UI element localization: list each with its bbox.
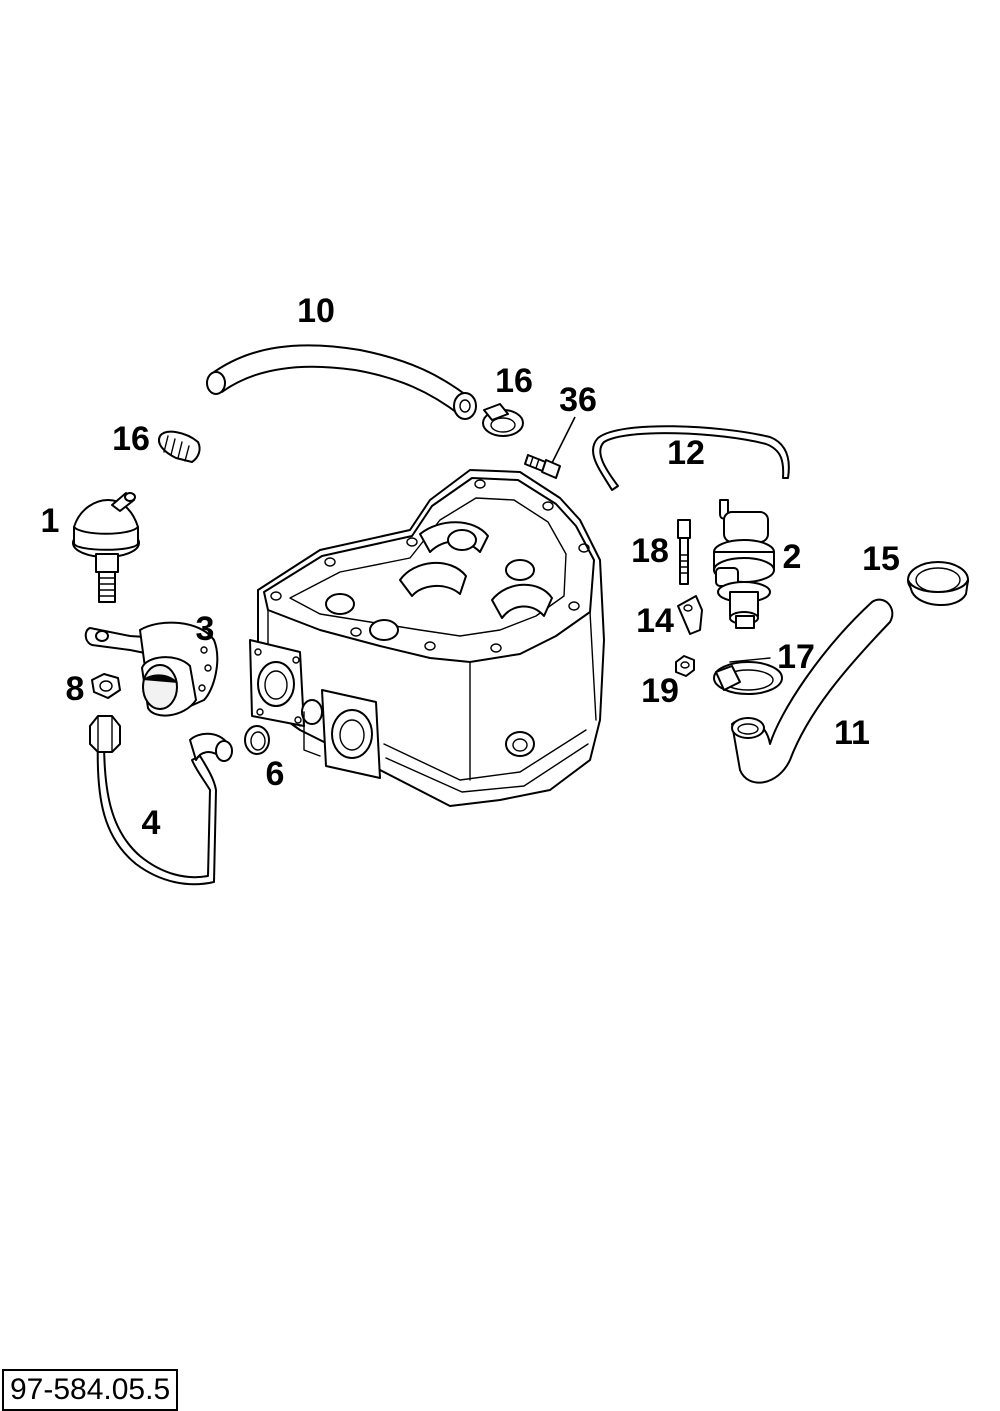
part-17-hose-clamp [713,657,783,695]
part-1-valve [72,492,140,603]
part-3-bracket [84,621,219,717]
callout-4: 4 [142,804,161,842]
part-14-plate [677,595,703,635]
callout-10: 10 [297,292,335,330]
part-16-hose-clamp-left [158,430,201,463]
part-36-fitting [524,416,576,479]
part-11-hose [731,598,894,784]
part-8-nut [91,673,121,699]
part-16-hose-clamp-upper [482,403,524,437]
part-18-bolt [677,519,691,585]
callout-2: 2 [783,538,802,576]
callout-18: 18 [631,532,669,570]
part-19-nut [675,655,695,677]
part-4-pipe [89,715,233,886]
callout-19: 19 [641,672,679,710]
callout-16-upper: 16 [495,362,533,400]
callout-8: 8 [66,670,85,708]
part-12-tube [592,425,790,491]
callout-17: 17 [777,638,815,676]
part-10-hose [206,344,477,420]
callout-1: 1 [41,502,60,540]
callout-16-left: 16 [112,420,150,458]
callout-15: 15 [862,540,900,578]
callout-3: 3 [196,610,215,648]
reference-number-label: 97-584.05.5 [2,1369,179,1411]
cylinder-head [249,469,605,807]
part-15-ring [907,561,969,607]
callout-12: 12 [667,434,705,472]
callout-14: 14 [636,602,674,640]
callout-6: 6 [266,755,285,793]
part-6-seal-ring [244,725,270,755]
callout-11: 11 [834,714,870,752]
part-2-valve-assembly [713,499,775,629]
callout-36: 36 [559,381,597,419]
